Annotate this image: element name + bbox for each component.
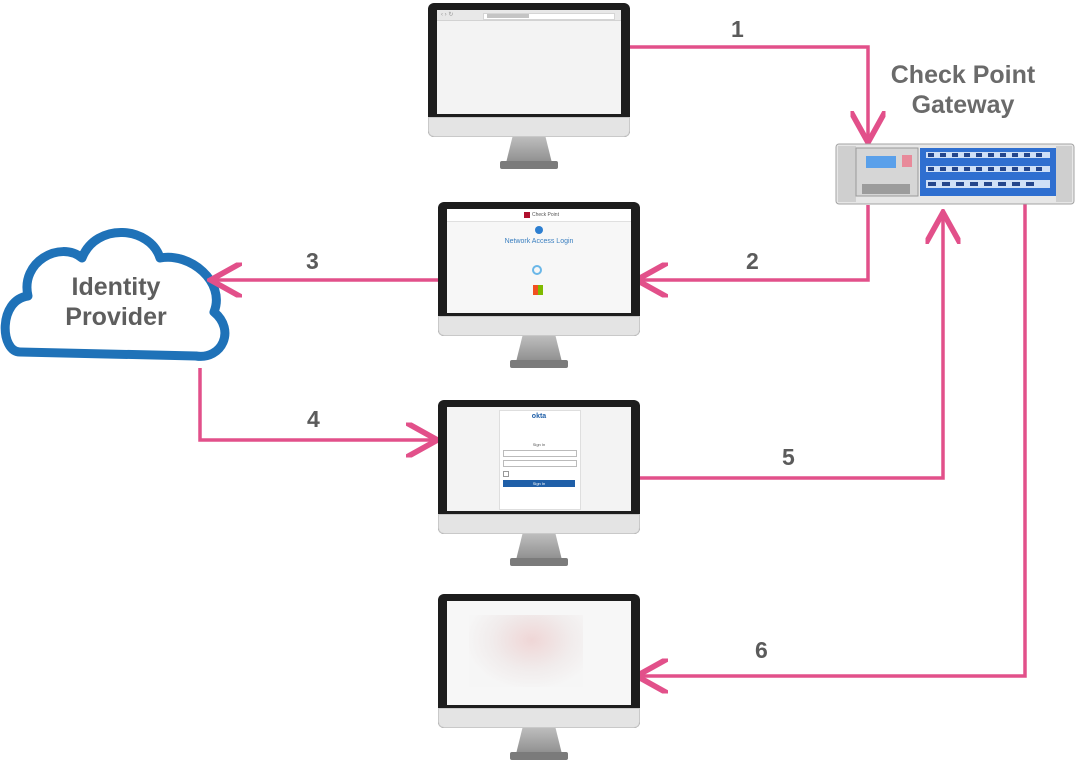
browser-address-bar <box>483 13 615 20</box>
monitor-chin <box>438 316 640 336</box>
monitor-chin <box>428 117 630 137</box>
gateway-appliance-icon <box>835 143 1075 205</box>
identity-provider-label-line2: Provider <box>65 303 167 331</box>
monitor-browser: ‹ › ↻ <box>428 3 630 169</box>
browser-url-blur <box>487 14 529 18</box>
monitor-stand <box>516 728 562 754</box>
arrow-step-4 <box>198 368 434 440</box>
monitor-foot <box>510 752 568 760</box>
monitor-foot <box>510 360 568 368</box>
step-3-label: 3 <box>306 248 319 274</box>
step-1-label: 1 <box>731 16 744 42</box>
microsoft-option-icon[interactable] <box>533 285 543 295</box>
arrow-step-6 <box>640 188 1027 676</box>
monitor-foot <box>500 161 558 169</box>
browser-nav-icon: ‹ › ↻ <box>441 12 454 18</box>
okta-username-field[interactable] <box>503 450 577 457</box>
monitor-screen-okta: okta Sign In Sign In <box>447 407 631 511</box>
monitor-chin <box>438 514 640 534</box>
monitor-screen-browser: ‹ › ↻ <box>437 10 621 114</box>
monitor-resource <box>438 594 640 760</box>
gateway-label-line1: Check Point <box>890 61 1036 89</box>
step-2-label: 2 <box>746 248 759 274</box>
arrow-step-5 <box>632 216 943 480</box>
monitor-screen-login: Check Point Network Access Login <box>447 209 631 313</box>
blurred-content <box>469 615 583 687</box>
monitor-screen-resource <box>447 601 631 705</box>
identity-provider-cloud-icon <box>0 228 230 361</box>
okta-brand: okta <box>531 413 547 420</box>
monitor-okta-signin: okta Sign In Sign In <box>438 400 640 566</box>
okta-remember-checkbox[interactable] <box>503 471 509 477</box>
gateway-label-line2: Gateway <box>911 91 1015 119</box>
identity-provider-label: Identity Provider <box>36 272 196 332</box>
monitor-stand <box>516 336 562 362</box>
login-shield-icon <box>535 226 543 234</box>
okta-password-field[interactable] <box>503 460 577 467</box>
okta-signin-button[interactable]: Sign In <box>503 480 575 487</box>
step-6-label: 6 <box>755 637 768 663</box>
login-title: Network Access Login <box>504 238 574 245</box>
step-5-label: 5 <box>782 444 795 470</box>
okta-heading: Sign In <box>532 442 546 447</box>
checkpoint-logo-icon <box>524 212 530 218</box>
okta-option-icon[interactable] <box>532 265 542 275</box>
arrow-step-2 <box>640 205 870 280</box>
login-header <box>447 209 631 222</box>
login-brand: Check Point <box>532 212 559 218</box>
monitor-chin <box>438 708 640 728</box>
monitor-stand <box>506 137 552 163</box>
identity-provider-label-line1: Identity <box>71 273 161 301</box>
monitor-stand <box>516 534 562 560</box>
arrow-step-1 <box>622 45 868 139</box>
monitor-network-login: Check Point Network Access Login <box>438 202 640 368</box>
step-4-label: 4 <box>307 406 320 432</box>
monitor-foot <box>510 558 568 566</box>
gateway-label: Check Point Gateway <box>868 60 1058 120</box>
